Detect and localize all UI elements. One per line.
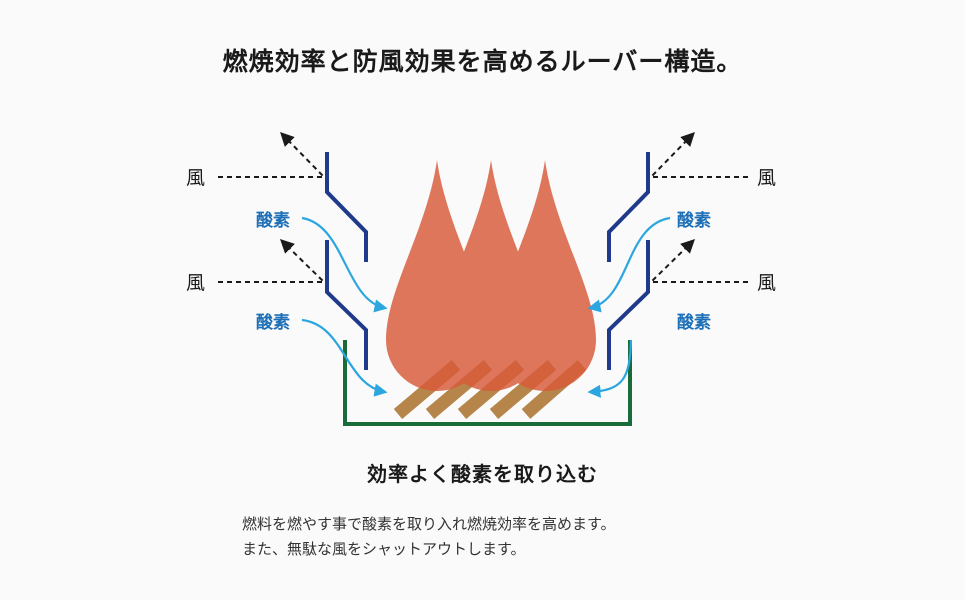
oxygen-flow-left [301, 216, 388, 397]
louver-blade [607, 152, 650, 262]
louver-left [325, 152, 368, 370]
stove-tray [343, 340, 632, 426]
wind-label: 風 [186, 272, 205, 294]
flame [494, 160, 596, 391]
wind-label: 風 [186, 167, 205, 189]
oxygen-label: 酸素 [677, 312, 711, 333]
wind-arrow [218, 239, 327, 283]
wind-arrow [218, 131, 327, 178]
oxygen-flow-right [587, 216, 671, 398]
oxygen-label: 酸素 [256, 210, 290, 231]
louver-right [607, 152, 650, 370]
oxygen-arrow [587, 339, 633, 398]
headline: 燃焼効率と防風効果を高めるルーバー構造。 [222, 47, 743, 76]
wind-flow-left [218, 131, 327, 283]
oxygen-arrow [301, 318, 388, 397]
subheading: 効率よく酸素を取り込む [367, 462, 598, 486]
oxygen-label: 酸素 [256, 312, 290, 333]
oxygen-label: 酸素 [677, 210, 711, 231]
wind-label: 風 [757, 167, 776, 189]
oxygen-arrow [301, 216, 388, 313]
wind-arrow [648, 131, 748, 178]
louver-blade [607, 240, 650, 370]
louver-blade [325, 152, 368, 262]
description-line: 燃料を燃やす事で酸素を取り入れ燃焼効率を高めます。 [242, 515, 616, 533]
wind-flow-right [648, 131, 748, 283]
wind-arrow [648, 239, 748, 283]
wind-label: 風 [757, 272, 776, 294]
description-line: また、無駄な風をシャットアウトします。 [242, 540, 526, 558]
flames [386, 160, 596, 391]
oxygen-arrow [587, 216, 671, 313]
description: 燃料を燃やす事で酸素を取り入れ燃焼効率を高めます。 また、無駄な風をシャットアウ… [242, 512, 802, 562]
louver-blade [325, 240, 368, 370]
